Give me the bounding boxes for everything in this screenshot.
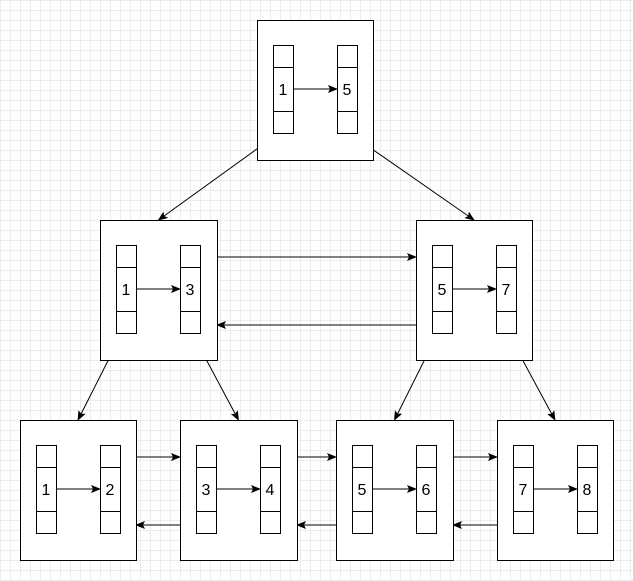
- pointer-cell-bottom: [196, 511, 217, 534]
- key-label: 1: [279, 82, 288, 99]
- key-label: 3: [202, 482, 211, 499]
- pointer-cell-top: [352, 445, 373, 468]
- pointer-cell-top: [100, 445, 121, 468]
- pointer-cell-top: [416, 445, 437, 468]
- pointer-cell-top: [260, 445, 281, 468]
- key-label: 1: [42, 482, 51, 499]
- key-label: 1: [122, 282, 131, 299]
- pointer-cell-bottom: [116, 311, 137, 334]
- key-label: 7: [519, 482, 528, 499]
- key-label: 5: [358, 482, 367, 499]
- pointer-cell-bottom: [260, 511, 281, 534]
- pointer-cell-bottom: [180, 311, 201, 334]
- key-label: 4: [266, 482, 275, 499]
- pointer-cell-bottom: [496, 311, 517, 334]
- pointer-cell-bottom: [337, 111, 358, 134]
- pointer-cell-top: [273, 45, 294, 68]
- pointer-cell-bottom: [432, 311, 453, 334]
- key-label: 2: [106, 482, 115, 499]
- pointer-cell-top: [432, 245, 453, 268]
- key-label: 5: [438, 282, 447, 299]
- pointer-cell-bottom: [273, 111, 294, 134]
- pointer-cell-bottom: [100, 511, 121, 534]
- pointer-cell-bottom: [352, 511, 373, 534]
- pointer-cell-top: [337, 45, 358, 68]
- pointer-cell-bottom: [577, 511, 598, 534]
- pointer-cell-top: [116, 245, 137, 268]
- pointer-cell-top: [180, 245, 201, 268]
- pointer-cell-bottom: [416, 511, 437, 534]
- pointer-cell-top: [36, 445, 57, 468]
- pointer-cell-top: [513, 445, 534, 468]
- pointer-cell-top: [196, 445, 217, 468]
- key-label: 7: [502, 282, 511, 299]
- pointer-cell-bottom: [513, 511, 534, 534]
- key-label: 3: [186, 282, 195, 299]
- pointer-cell-top: [496, 245, 517, 268]
- pointer-cell-bottom: [36, 511, 57, 534]
- key-label: 6: [422, 482, 431, 499]
- pointer-cell-top: [577, 445, 598, 468]
- key-label: 5: [343, 82, 352, 99]
- key-label: 8: [583, 482, 592, 499]
